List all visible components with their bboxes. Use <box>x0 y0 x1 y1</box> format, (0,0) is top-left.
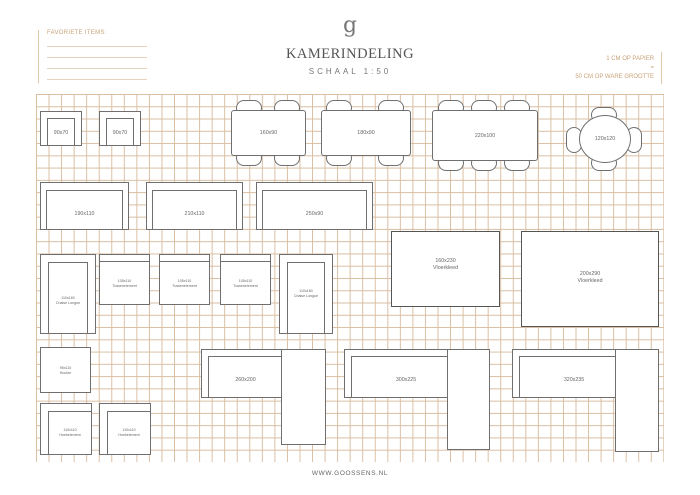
favorites-line <box>47 46 147 47</box>
favorites-line <box>47 79 147 80</box>
round-table[interactable] <box>579 115 631 163</box>
corner-sofa-chaise <box>447 349 490 450</box>
left-divider <box>38 30 39 83</box>
sofa-seat <box>46 190 123 230</box>
scale-note-line1: 1 CM OP PAPIER <box>606 56 654 62</box>
corner-element-seat <box>48 411 92 455</box>
hocker[interactable] <box>40 347 91 393</box>
corner-sofa-seat <box>208 356 283 398</box>
scale-label: SCHAAL 1:50 <box>308 67 392 76</box>
corner-sofa-seat <box>351 356 448 398</box>
chaise-seat <box>287 262 325 334</box>
armchair-seat <box>106 118 134 146</box>
dining-table[interactable] <box>321 110 411 156</box>
scale-note-line2: = <box>650 65 654 71</box>
favorites-line <box>47 68 147 69</box>
sofa-seat <box>152 190 237 230</box>
favorites-section: FAVORIETE ITEMS: <box>47 30 147 80</box>
website-url[interactable]: WWW.GOOSSENS.NL <box>311 470 389 477</box>
brand-logo: g <box>342 13 358 38</box>
corner-sofa-chaise <box>615 349 659 452</box>
scale-note-line3: 50 CM OP WARE GROOTTE <box>575 74 654 80</box>
armchair-seat <box>47 118 75 146</box>
dining-table[interactable] <box>231 110 306 156</box>
rug[interactable] <box>521 231 659 327</box>
sofa-seat <box>262 190 367 230</box>
middle-element-seat <box>99 261 150 305</box>
corner-sofa-chaise <box>281 349 326 445</box>
middle-element-seat <box>159 261 210 305</box>
right-divider <box>661 52 662 84</box>
rug[interactable] <box>391 231 500 307</box>
favorites-line <box>47 57 147 58</box>
middle-element-seat <box>220 261 271 305</box>
corner-element-seat <box>107 411 151 455</box>
chaise-seat <box>48 262 88 334</box>
page-title: KAMERINDELING <box>285 46 415 62</box>
favorites-title: FAVORIETE ITEMS: <box>47 30 107 36</box>
dining-table[interactable] <box>432 110 538 161</box>
corner-sofa-seat <box>519 356 616 398</box>
